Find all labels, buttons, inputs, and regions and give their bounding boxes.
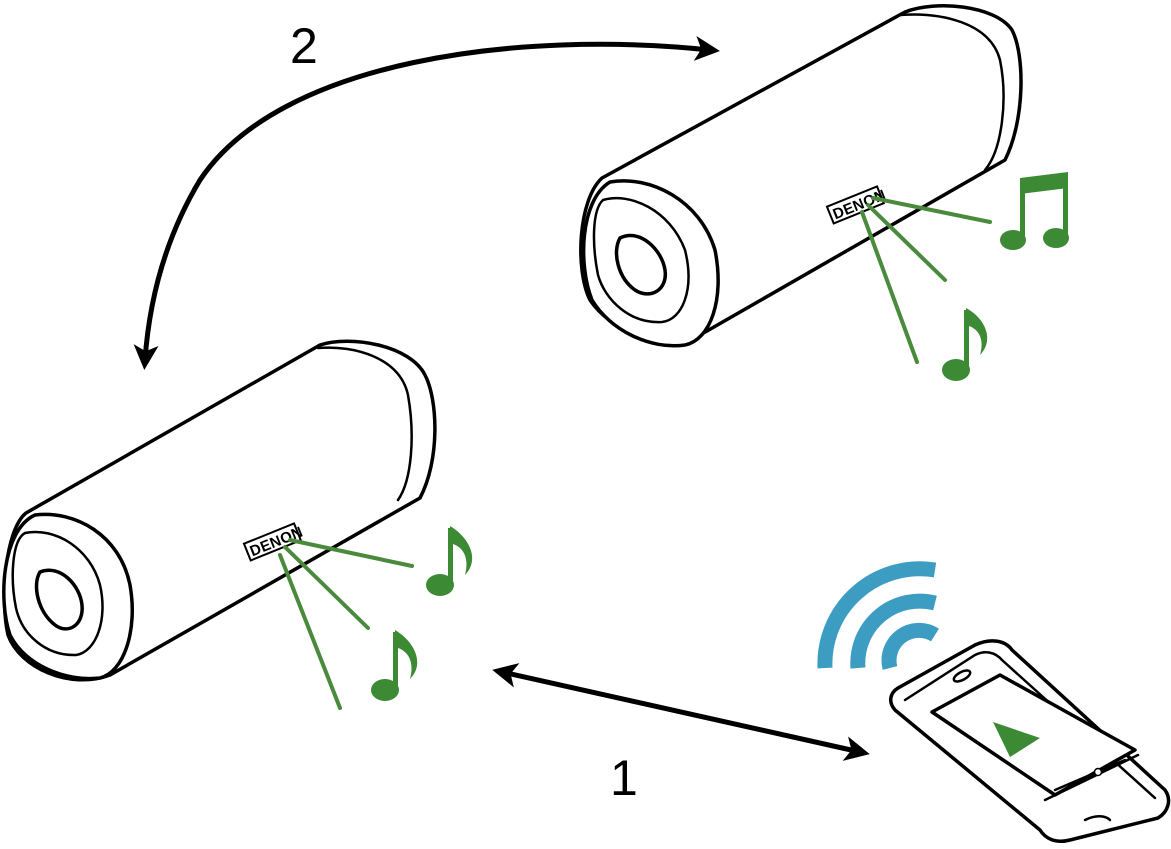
speaker-lower-sound — [278, 526, 473, 710]
speaker-upper: DENON — [579, 4, 1023, 348]
step-2-label: 2 — [290, 18, 318, 74]
wireless-signal-icon — [817, 561, 939, 670]
step-1-label: 1 — [610, 750, 638, 806]
play-icon — [993, 722, 1040, 757]
smartphone — [889, 639, 1171, 843]
speaker-upper-sound — [860, 172, 1069, 381]
music-note-icon — [371, 630, 418, 701]
step-2-arrow — [133, 36, 720, 370]
music-note-icon — [426, 526, 473, 596]
step-1-arrow — [492, 663, 870, 761]
music-note-icon — [942, 308, 988, 381]
speaker-lower: DENON — [2, 339, 437, 682]
music-note-icon — [1000, 172, 1069, 250]
